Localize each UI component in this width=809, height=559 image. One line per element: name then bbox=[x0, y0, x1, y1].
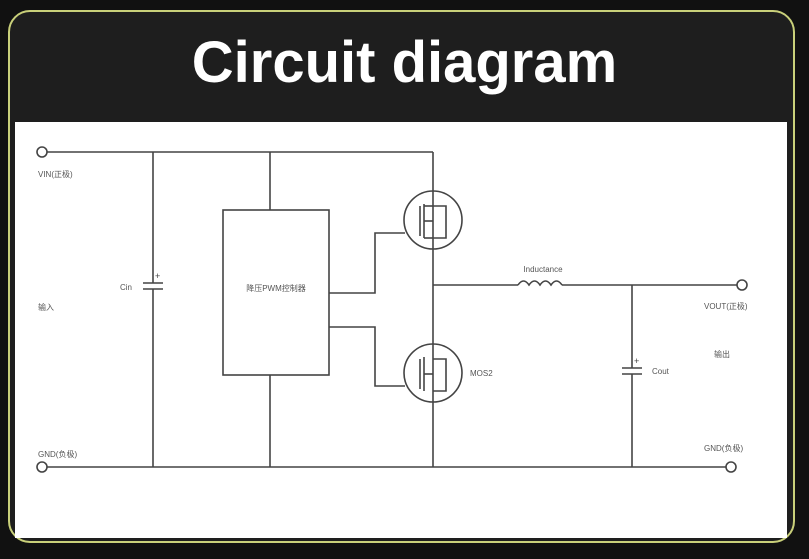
mos2-label: MOS2 bbox=[470, 369, 493, 378]
output-label: 输出 bbox=[714, 349, 730, 359]
inductance-label: Inductance bbox=[523, 265, 563, 274]
page-title: Circuit diagram bbox=[191, 30, 618, 95]
gate-wire-2 bbox=[329, 326, 405, 387]
gnd-left-label: GND(负极) bbox=[38, 449, 77, 459]
gnd-right-terminal bbox=[725, 461, 737, 473]
vout-label: VOUT(正极) bbox=[704, 301, 748, 311]
vin-label: VIN(正极) bbox=[38, 169, 73, 179]
mosfet-1 bbox=[403, 190, 463, 250]
gnd-right-label: GND(负极) bbox=[704, 443, 743, 453]
cin-capacitor bbox=[143, 152, 163, 467]
cout-label: Cout bbox=[652, 367, 670, 376]
mosfet-2 bbox=[403, 343, 463, 403]
input-label: 输入 bbox=[38, 302, 54, 312]
vout-terminal bbox=[736, 279, 748, 291]
cout-capacitor bbox=[622, 285, 642, 467]
cin-plus-sign: + bbox=[155, 271, 160, 281]
inductor bbox=[517, 280, 563, 287]
gnd-left-terminal bbox=[36, 461, 48, 473]
cin-label: Cin bbox=[120, 283, 132, 292]
gate-wire-1 bbox=[329, 232, 405, 294]
cout-plus-sign: + bbox=[634, 356, 639, 366]
vin-terminal bbox=[36, 146, 48, 158]
diagram-panel bbox=[15, 122, 787, 538]
controller-label: 降压PWM控制器 bbox=[246, 283, 306, 293]
